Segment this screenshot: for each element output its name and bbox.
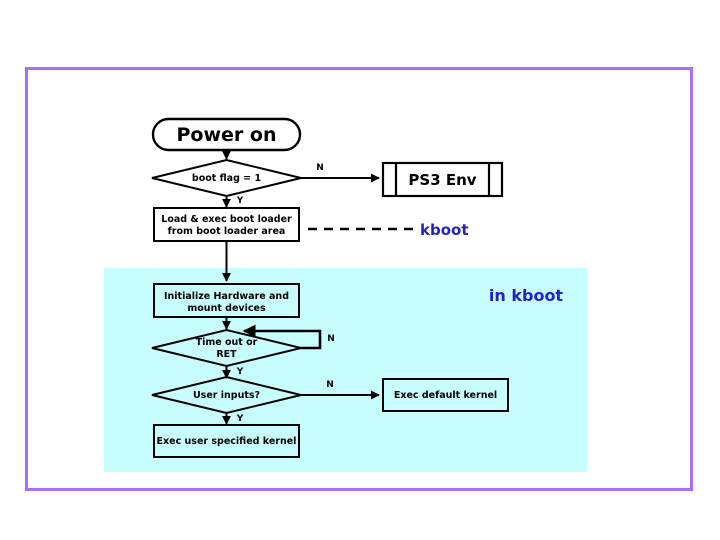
branch-label-timeout-no: N bbox=[327, 334, 335, 344]
node-load-exec[interactable]: Load & exec boot loader from boot loader… bbox=[153, 207, 300, 242]
load-exec-label-line1: Load & exec boot loader bbox=[161, 214, 292, 225]
ps3-env-shape bbox=[381, 161, 504, 198]
node-boot-flag[interactable]: boot flag = 1 bbox=[151, 158, 302, 198]
node-user-inputs[interactable]: User inputs? bbox=[151, 375, 302, 415]
node-timeout-ret[interactable]: Time out or RET bbox=[151, 328, 302, 368]
ps3-env-label: PS3 Env bbox=[408, 171, 476, 189]
init-hardware-label-line2: mount devices bbox=[187, 303, 266, 314]
exec-user-kernel-label: Exec user specified kernel bbox=[157, 436, 297, 447]
node-exec-default-kernel[interactable]: Exec default kernel bbox=[382, 378, 509, 412]
timeout-ret-label-line2: RET bbox=[216, 349, 237, 360]
branch-label-userinputs-yes: Y bbox=[236, 414, 244, 424]
exec-default-kernel-label: Exec default kernel bbox=[394, 390, 497, 401]
edge-timeout-no-loopback bbox=[242, 324, 322, 350]
node-power-on[interactable]: Power on bbox=[151, 117, 302, 152]
load-exec-label-line2: from boot loader area bbox=[168, 226, 286, 237]
exec-default-kernel-shape bbox=[382, 378, 509, 412]
node-ps3-env[interactable]: PS3 Env bbox=[381, 161, 504, 198]
node-exec-user-kernel[interactable]: Exec user specified kernel bbox=[153, 424, 300, 458]
branch-label-timeout-yes: Y bbox=[236, 367, 244, 377]
in-kboot-label: in kboot bbox=[489, 286, 564, 305]
kboot-annotation-label: kboot bbox=[420, 221, 469, 239]
node-init-hardware[interactable]: Initialize Hardware and mount devices bbox=[153, 283, 300, 318]
branch-label-bootflag-no: N bbox=[316, 163, 324, 173]
branch-label-bootflag-yes: Y bbox=[236, 196, 244, 206]
boot-flag-label: boot flag = 1 bbox=[192, 173, 261, 184]
power-on-label: Power on bbox=[177, 124, 277, 146]
kboot-region-background bbox=[104, 268, 587, 472]
init-hardware-label-line1: Initialize Hardware and bbox=[164, 291, 289, 302]
outer-frame-border bbox=[25, 67, 693, 491]
timeout-ret-shape bbox=[151, 328, 302, 368]
timeout-ret-label-line1: Time out or bbox=[196, 337, 258, 348]
user-inputs-label: User inputs? bbox=[193, 390, 260, 401]
branch-label-userinputs-no: N bbox=[326, 380, 334, 390]
exec-user-kernel-shape bbox=[153, 424, 300, 458]
